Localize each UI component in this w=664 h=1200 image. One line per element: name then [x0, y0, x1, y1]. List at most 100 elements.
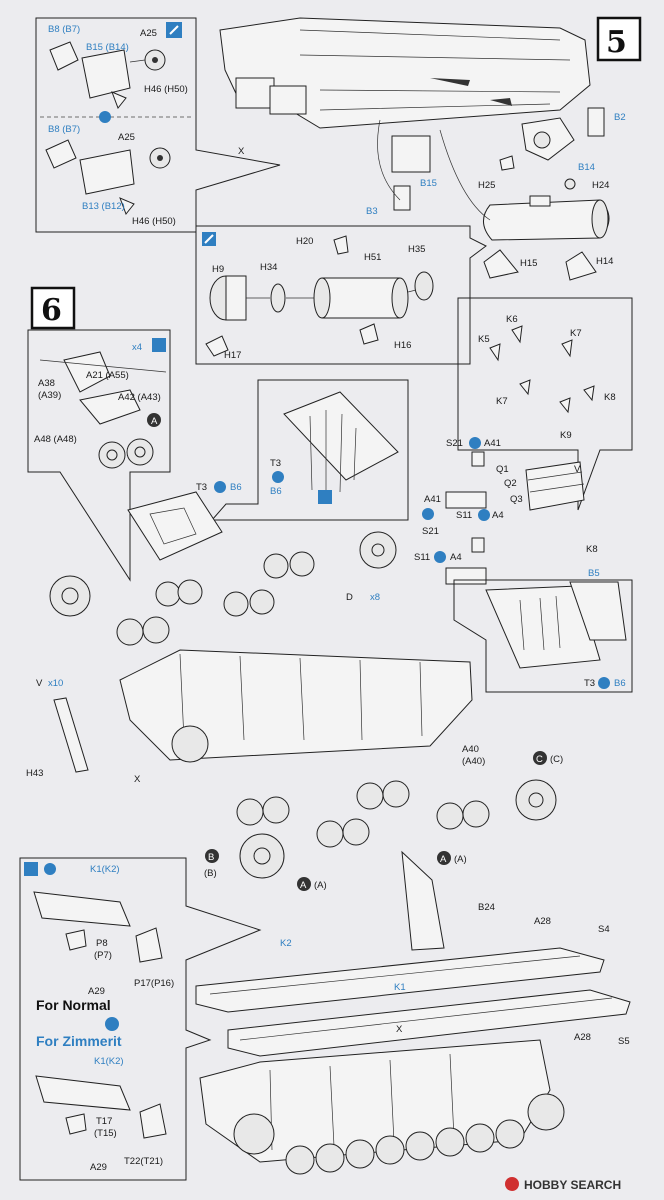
label-a4-top: A4 [492, 510, 504, 521]
part-h51 [321, 277, 401, 319]
part-h24 [564, 178, 576, 190]
part-k7-b [519, 379, 531, 396]
label-k9: K9 [560, 430, 572, 441]
roadwheel-inset-box [27, 329, 171, 582]
label-v-left: V [36, 678, 43, 689]
part-b5 [569, 581, 627, 641]
label-a40: A40 [462, 744, 479, 755]
label-p7: (P7) [94, 950, 112, 961]
label-x-final: X [396, 1024, 403, 1035]
label-t3-box: T3 [270, 458, 281, 469]
step5-badge [596, 16, 642, 62]
label-a29-bottom: A29 [90, 1162, 107, 1173]
label-h24: H24 [592, 180, 609, 191]
label-s21-mid: S21 [422, 526, 439, 537]
watermark: HOBBY SEARCH [505, 1177, 621, 1192]
left-right-symbol-icon [99, 111, 111, 123]
label-h35: H35 [408, 244, 425, 255]
cement-icon-fender [44, 863, 56, 875]
label-k2: K2 [280, 938, 292, 949]
label-c: C [536, 754, 543, 765]
label-x-step5: X [238, 146, 245, 157]
step5-number: 5 [606, 25, 627, 60]
label-h17: H17 [224, 350, 241, 361]
glue-icon-roadwheel [152, 338, 166, 352]
label-a-2b: (A) [454, 854, 467, 865]
part-s21-mid [471, 537, 485, 553]
exhaust-bracket-left [235, 77, 275, 109]
label-v-top: V [574, 464, 581, 475]
label-k5: K5 [478, 334, 490, 345]
cement-icon-t3-top [214, 481, 226, 493]
fender-top-k1 [33, 891, 131, 927]
label-a25-top: A25 [140, 28, 157, 39]
label-k1-k2-bottom: K1(K2) [94, 1056, 124, 1067]
part-t17 [65, 1113, 87, 1135]
label-a29-top: A29 [88, 986, 105, 997]
label-h34: H34 [260, 262, 277, 273]
cement-icon-deck [318, 490, 332, 504]
label-k1: K1 [394, 982, 406, 993]
label-q2: Q2 [504, 478, 517, 489]
part-b24 [401, 850, 445, 951]
label-x4: x4 [132, 342, 142, 353]
label-h20: H20 [296, 236, 313, 247]
label-s11-top: S11 [456, 510, 472, 521]
label-k1-k2-top: K1(K2) [90, 864, 120, 875]
part-t22 [139, 1103, 167, 1139]
muffler-inset-box [195, 225, 487, 365]
label-a40b: (A40) [462, 756, 485, 767]
label-a-2: A [440, 854, 447, 865]
label-a42-a43: A42 (A43) [118, 392, 161, 403]
label-b15-b14: B15 (B14) [86, 42, 129, 53]
label-t3-top: T3 [196, 482, 207, 493]
part-b15 [391, 135, 431, 173]
label-h25: H25 [478, 180, 495, 191]
fender-inset-box [19, 857, 262, 1181]
part-h16 [359, 323, 379, 345]
step5-section: 5 B8 (B7) B15 (B14) A25 H46 (H50) B8 (B7… [35, 16, 642, 365]
part-h34 [270, 283, 286, 313]
glue-icon-fender [24, 862, 38, 876]
part-h20 [333, 235, 349, 255]
label-x8: x8 [370, 592, 380, 603]
label-q1: Q1 [496, 464, 509, 475]
label-b5: B5 [588, 568, 600, 579]
label-x-hull: X [134, 774, 141, 785]
engine-deck-panel [283, 391, 399, 481]
part-k8-top [583, 385, 595, 402]
step6-number: 6 [41, 293, 62, 328]
label-s4: S4 [598, 924, 610, 935]
label-b15: B15 [420, 178, 437, 189]
lower-roadwheels [236, 780, 490, 848]
part-a41 [445, 491, 487, 509]
suspension-swing-arm [79, 389, 141, 425]
part-h25 [499, 155, 515, 171]
bracket-part-b8-top [49, 41, 79, 71]
exhaust-bracket-right [269, 85, 307, 115]
fender-bottom-k1 [35, 1075, 131, 1111]
step6-section: 6 x4 A A38 (A39) A21 (A55) A42 (A43) A48… [26, 286, 633, 891]
label-h46-h50-top: H46 (H50) [144, 84, 188, 95]
label-k7-b: K7 [496, 396, 508, 407]
part-b3 [393, 185, 411, 211]
k-parts-inset-box [457, 297, 633, 511]
label-a28-top: A28 [534, 916, 551, 927]
label-a28-bottom: A28 [574, 1032, 591, 1043]
part-k6 [511, 325, 523, 344]
label-s21-top: S21 [446, 438, 463, 449]
for-zimmerit-label: For Zimmerit [36, 1033, 122, 1049]
label-a-1: A [300, 880, 307, 891]
label-t22-t21: T22(T21) [124, 1156, 163, 1167]
fender-k1-long [227, 989, 631, 1057]
part-p17 [135, 927, 163, 963]
part-s21-top [471, 451, 485, 467]
label-a41-mid: A41 [424, 494, 441, 505]
label-a39: (A39) [38, 390, 61, 401]
bracket-part-b15-top [81, 49, 131, 99]
label-t15: (T15) [94, 1128, 117, 1139]
label-d: D [346, 592, 353, 603]
engine-deck-top [127, 491, 223, 561]
label-cc: (C) [550, 754, 563, 765]
